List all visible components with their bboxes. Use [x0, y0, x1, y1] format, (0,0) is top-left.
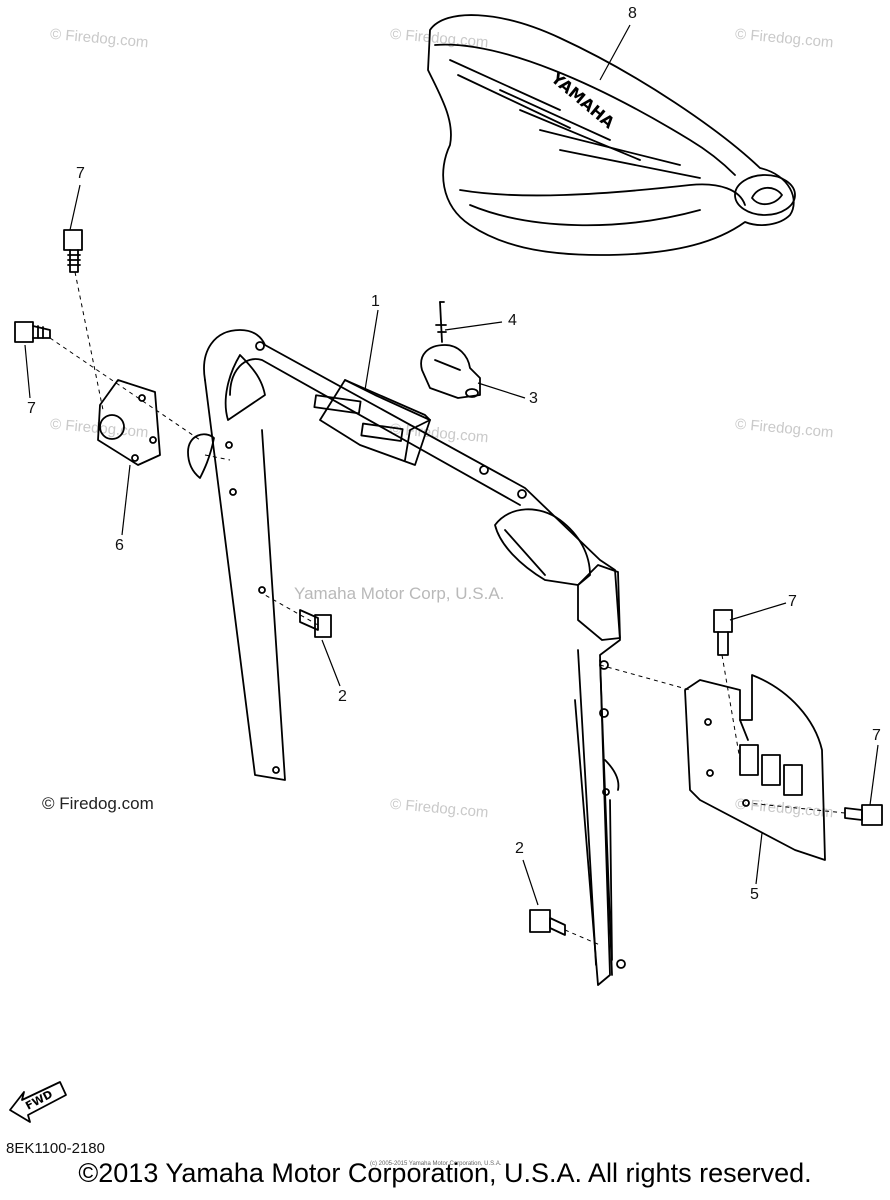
bolt [844, 804, 883, 826]
corp-watermark: Yamaha Motor Corp, U.S.A. [294, 584, 505, 603]
seat [427, 14, 796, 256]
fwd-arrow [9, 1081, 67, 1123]
callout-bolt-bottom: 2 [515, 840, 524, 857]
diagram-code: 8EK1100-2180 [6, 1140, 105, 1157]
stem-block [313, 379, 431, 466]
callout-plate: 5 [750, 886, 759, 903]
callout-pin: 4 [508, 312, 517, 329]
clip [420, 344, 481, 399]
left-bracket [97, 379, 215, 479]
firedog-copyright: © Firedog.com [42, 794, 154, 813]
handlebar-frame [203, 329, 626, 986]
callout-frame: 1 [371, 293, 380, 310]
callout-seat: 8 [628, 5, 637, 22]
bolt [299, 609, 332, 638]
footer-copyright: ©2013 Yamaha Motor Corporation, U.S.A. A… [78, 1158, 812, 1188]
callout-bolt-right-side: 7 [872, 727, 881, 744]
callout-bolt-left: 7 [27, 400, 36, 417]
pin [435, 301, 447, 343]
bolt [713, 609, 733, 656]
right-plate [684, 674, 826, 861]
bolt [529, 909, 566, 936]
bolt [14, 321, 51, 343]
callout-clip: 3 [529, 390, 538, 407]
tiny-copyright: (c) 2005-2015 Yamaha Motor Corporation, … [370, 1161, 502, 1167]
bolt [63, 229, 83, 273]
callout-bolt-top-left: 7 [76, 165, 85, 182]
callout-bolt-mid: 2 [338, 688, 347, 705]
callout-bracket-left: 6 [115, 537, 124, 554]
callout-bolt-right-top: 7 [788, 593, 797, 610]
